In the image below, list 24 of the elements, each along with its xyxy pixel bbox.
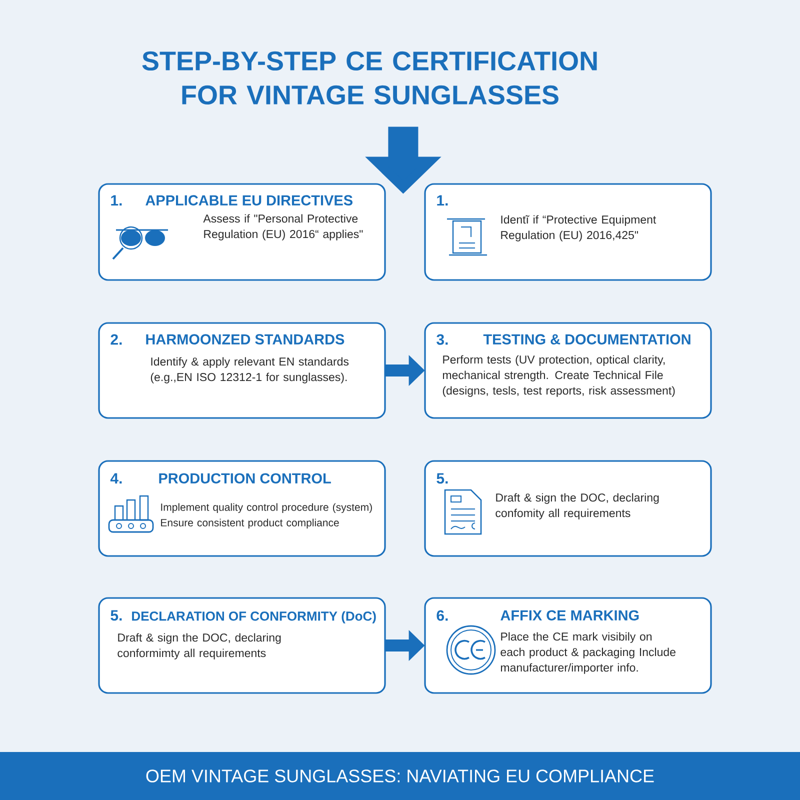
- step-number: 1.: [111, 195, 122, 206]
- step-heading: DECLARATION OF CONFORMITY (DoC): [132, 611, 376, 624]
- step-description: Identĩ if “Protective Equipment Regulation (EU) 2016,425": [501, 215, 656, 242]
- title: STEP-BY-STEP CE CERTIFICATION FOR VINTAGE SUNGLASSES: [142, 51, 597, 105]
- step-number: 5.: [110, 610, 122, 621]
- step-heading: TESTING & DOCUMENTATION: [483, 334, 690, 344]
- step-heading: APPLICABLE EU DIRECTIVES: [146, 195, 352, 206]
- step-heading: PRODUCTION CONTROL: [159, 473, 331, 484]
- step-description: Draft & sign the DOC, declaring conformimty all requirements: [118, 633, 281, 660]
- step-number: 5.: [436, 473, 448, 484]
- footer-bar: OEM VINTAGE SUNGLASSES: NAVIATING EU COMPLIANCE: [0, 752, 800, 800]
- step-number: 1.: [437, 195, 448, 206]
- step-heading: HARMOONZED STANDARDS: [146, 334, 344, 344]
- step-number: 4.: [110, 473, 122, 484]
- step-number: 3.: [436, 334, 448, 345]
- step-description: Draft & sign the DOC, declaring confomity all requirements: [496, 493, 659, 520]
- step-description: Implement quality control procedure (system) Ensure consistent product compliance: [161, 503, 372, 528]
- step-number: 2.: [110, 334, 122, 345]
- step-description: Assess if "Personal Protective Regulation (EU) 2016“ applies": [203, 214, 363, 240]
- step-heading: AFFIX CE MARKING: [500, 610, 639, 620]
- step-description: Place the CE mark visibily on each product & packaging Include manufacturer/importer info.: [500, 632, 676, 674]
- step-description: Perform tests (UV protection, optical clarity, mechanical strength. Create Technical File (designs, tesls, test reports, risk assessment): [442, 355, 675, 397]
- step-number: 6.: [436, 610, 448, 621]
- step-description: Identify & apply relevant EN standards (e.g.,EN ISO 12312-1 for sunglasses).: [150, 357, 349, 384]
